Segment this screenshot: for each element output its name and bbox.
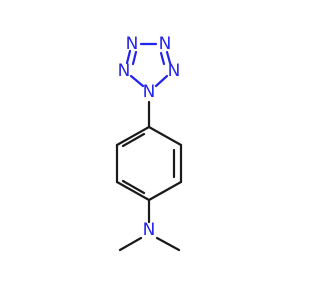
bond-c4-c5: [115, 180, 151, 202]
bond-c4-c5-inner: [121, 179, 146, 195]
atom-label-n2: N: [118, 61, 131, 81]
tetrazole-ring: [125, 42, 172, 88]
atom-label-n5: N: [168, 61, 181, 81]
bond-c6-c1: [115, 125, 151, 147]
atom-label-n4: N: [159, 34, 172, 54]
benzene-ring: [115, 125, 183, 202]
bond-n2-n3-a: [125, 49, 132, 65]
bond-c1-c2: [147, 125, 183, 147]
molecule-drawing: N N N N N N: [115, 34, 183, 252]
bond-n2-n3-b: [131, 50, 138, 66]
bond-c6-c1-inner: [121, 132, 146, 148]
methyl-bond-right: [155, 236, 181, 252]
atom-label-amine-n: N: [143, 220, 156, 240]
bond-c3-c4: [147, 180, 183, 202]
atom-label-n1: N: [143, 82, 156, 102]
bond-n5-n1: [154, 74, 169, 88]
bond-n1-n2: [129, 74, 145, 88]
bond-n4-n5-a: [165, 50, 172, 65]
atom-label-n3: N: [126, 34, 139, 54]
bond-n4-n5-b: [159, 51, 166, 66]
structure-diagram: N N N N N N: [115, 34, 183, 252]
methyl-bond-left: [118, 236, 143, 252]
